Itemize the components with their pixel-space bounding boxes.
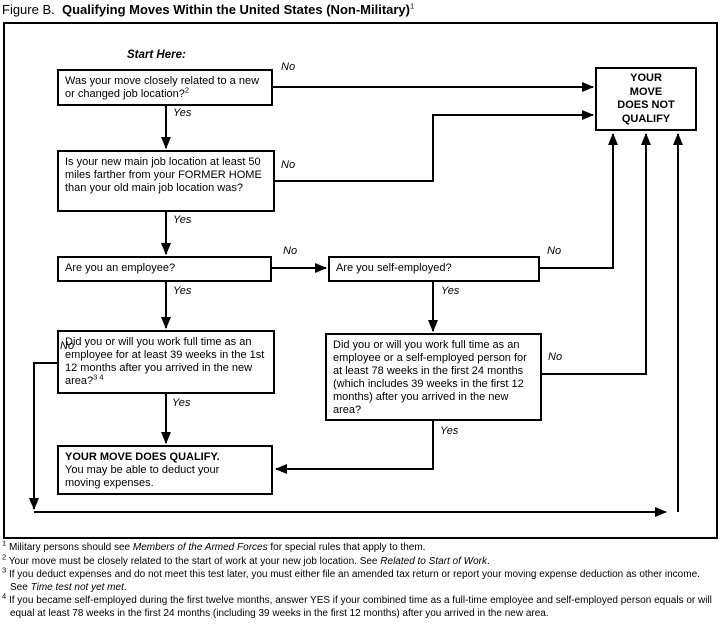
- edge-weeks78-no: [542, 133, 651, 375]
- decision-box-fifty-miles-text: Is your new main job location at least 5…: [65, 156, 262, 194]
- decision-box-related-job-text: Was your move closely related to a new o…: [65, 75, 260, 100]
- figure-title-main: Qualifying Moves Within the United State…: [61, 2, 410, 17]
- result-box-qualify-line1: You may be able to deduct your: [65, 464, 220, 476]
- edge-label-weeks39-no: No: [60, 340, 75, 352]
- footnote-1-post: for special rules that apply to them.: [267, 542, 426, 553]
- edge-weeks78-yes: [275, 421, 434, 474]
- decision-box-39-weeks: Did you or will you work full time as an…: [57, 330, 275, 394]
- result-box-qualify-title: YOUR MOVE DOES QUALIFY.: [65, 451, 220, 463]
- footnote-1: 1 Military persons should see Members of…: [2, 538, 718, 555]
- edge-label-weeks78-yes: Yes: [440, 425, 459, 437]
- footnote-3-post: .: [123, 581, 127, 593]
- footnote-ref-2: 2: [184, 85, 190, 95]
- edge-label-selfemployed-yes: Yes: [441, 285, 460, 297]
- result-box-not-qualify-line4: QUALIFY: [621, 112, 671, 125]
- result-box-not-qualify-line1: YOUR: [630, 72, 662, 84]
- result-box-not-qualify-line3: DOES NOT: [617, 99, 675, 111]
- decision-box-self-employed-text: Are you self-employed?: [336, 262, 452, 274]
- result-box-qualify: YOUR MOVE DOES QUALIFY. You may be able …: [57, 445, 273, 495]
- footnote-1-text: Military persons should see: [8, 542, 133, 553]
- footnote-3: 3 If you deduct expenses and do not meet…: [2, 565, 718, 594]
- footnote-3-marker: 3: [2, 565, 7, 575]
- edge-label-relatedjob-no: No: [281, 61, 296, 73]
- decision-box-self-employed: Are you self-employed?: [328, 256, 540, 282]
- edge-fiftymiles-no: [275, 110, 594, 182]
- edge-label-employee-yes: Yes: [173, 285, 192, 297]
- footnote-2-post: .: [487, 555, 490, 567]
- figure-title-prefix: Figure B.: [2, 2, 55, 17]
- edge-label-weeks78-no: No: [548, 351, 563, 363]
- footnote-ref-3-4: 3 4: [93, 372, 104, 382]
- decision-box-fifty-miles: Is your new main job location at least 5…: [57, 150, 275, 212]
- edge-label-selfemployed-no: No: [547, 245, 562, 257]
- footnote-1-italic: Members of the Armed Forces: [132, 542, 268, 553]
- result-box-not-qualify: YOUR MOVE DOES NOT QUALIFY: [595, 67, 697, 131]
- result-box-not-qualify-line2: MOVE: [629, 85, 663, 98]
- footnote-4: 4 If you became self-employed during the…: [2, 591, 718, 620]
- decision-box-78-weeks: Did you or will you work full time as an…: [325, 333, 542, 421]
- edge-selfemployed-no: [540, 133, 618, 269]
- decision-box-employee-text: Are you an employee?: [65, 262, 176, 274]
- footnote-2-marker: 2: [2, 552, 7, 562]
- start-here-label: Start Here:: [127, 49, 186, 61]
- footnote-2: 2 Your move must be closely related to t…: [2, 553, 718, 569]
- edge-label-fiftymiles-no: No: [281, 159, 296, 171]
- figure-title-footnote-ref: 1: [410, 1, 415, 11]
- footnote-4-text: If you became self-employed during the f…: [8, 595, 712, 619]
- decision-box-39-weeks-text: Did you or will you work full time as an…: [65, 336, 265, 387]
- footnote-2-italic: Related to Start of Work: [380, 555, 487, 567]
- decision-box-78-weeks-text: Did you or will you work full time as an…: [333, 339, 527, 416]
- edge-weeks39-no-down: [29, 362, 57, 510]
- footnote-1-marker: 1: [2, 538, 7, 548]
- footnote-3-italic: Time test not yet met: [30, 581, 124, 593]
- footnote-2-text: Your move must be closely related to the…: [8, 555, 381, 567]
- figure-title: Figure B. Qualifying Moves Within the Un…: [2, 2, 414, 17]
- edge-label-weeks39-yes: Yes: [172, 397, 191, 409]
- decision-box-related-job: Was your move closely related to a new o…: [57, 69, 273, 106]
- footnote-3-text: If you deduct expenses and do not meet t…: [8, 569, 700, 593]
- edge-label-employee-no: No: [283, 245, 298, 257]
- footnote-4-marker: 4: [2, 591, 7, 601]
- edge-label-relatedjob-yes: Yes: [173, 107, 192, 119]
- decision-box-employee: Are you an employee?: [57, 256, 272, 282]
- footnotes: 1 Military persons should see Members of…: [2, 538, 718, 621]
- edge-label-fiftymiles-yes: Yes: [173, 214, 192, 226]
- result-box-qualify-line2: moving expenses.: [65, 477, 154, 489]
